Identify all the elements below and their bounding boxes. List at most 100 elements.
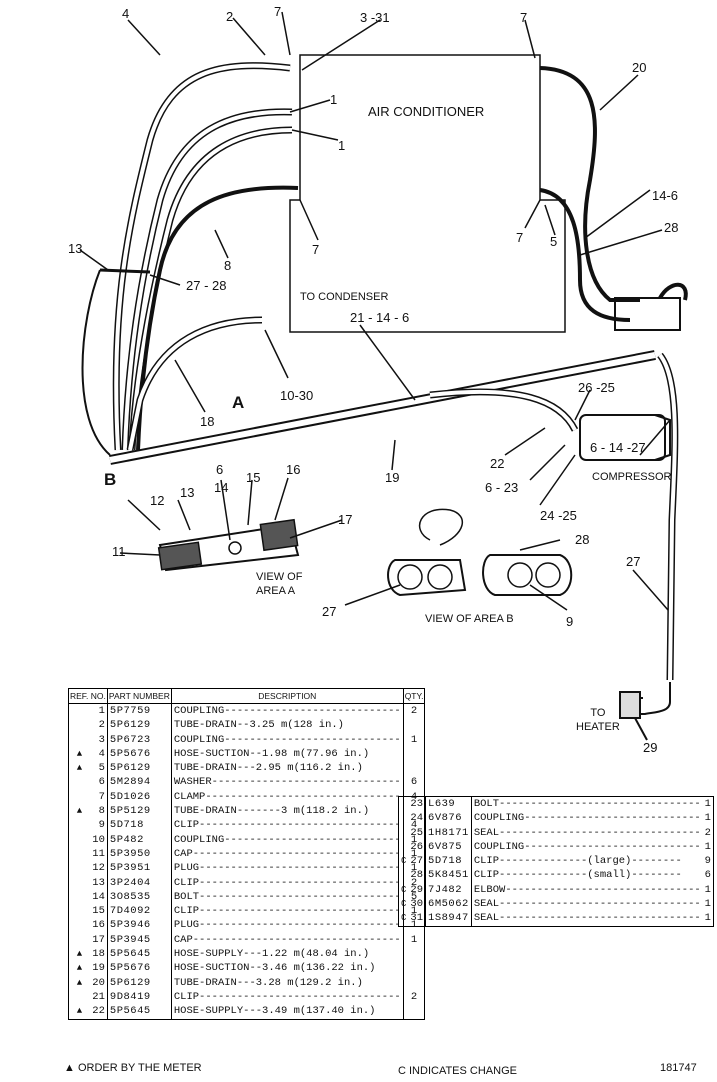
cell-ref: 31	[408, 911, 427, 927]
cell-ref: 27	[408, 854, 427, 869]
to-condenser-label: TO CONDENSER	[300, 291, 388, 303]
cell-qty	[403, 961, 425, 975]
cell-mark	[69, 918, 85, 932]
cell-desc: COUPLING----------------------------	[171, 732, 404, 747]
cell-part: 5P3950	[107, 846, 172, 862]
cell-ref: 5	[84, 761, 108, 776]
cell-ref: 2	[84, 718, 108, 733]
callout-9: 9	[566, 614, 573, 629]
cell-desc: HOSE-SUPPLY---3.49 m(137.40 in.)	[171, 1004, 404, 1020]
cell-part: 3O8535	[107, 889, 172, 905]
cell-desc: COUPLING----------------------------	[171, 703, 404, 719]
cell-qty: 1	[704, 912, 711, 925]
cell-part: 1H8171	[425, 825, 472, 840]
cell-qty	[403, 747, 425, 761]
air-conditioner-box	[289, 54, 566, 333]
cell-qty: 1	[704, 840, 711, 853]
to-heater-label: TO HEATER	[576, 706, 620, 734]
cell-desc: BOLT--------------------------------	[473, 798, 701, 810]
cell-qty: 2	[410, 990, 418, 1003]
callout-13b: 13	[180, 485, 194, 500]
cell-ref: 24	[408, 811, 427, 826]
cell-part: 5D718	[107, 818, 172, 833]
callout-7c: 7	[312, 242, 319, 257]
cell-desc: BOLT--------------------------------	[171, 889, 404, 905]
cell-desc: SEAL--------------------------------	[473, 912, 701, 925]
cell-part: 5K8451	[425, 868, 472, 883]
cell-mark	[69, 904, 85, 918]
cell-mark: ▲	[76, 949, 83, 960]
compressor-body	[579, 414, 666, 461]
cell-mark: C	[401, 856, 407, 867]
cell-ref: 10	[84, 832, 108, 847]
cell-ref: 3	[84, 732, 108, 747]
cell-part: 1S8947	[425, 911, 472, 927]
cell-desc: TUBE-DRAIN--3.25 m(128 in.)	[171, 718, 404, 733]
hose-1b-inner	[130, 128, 293, 451]
cell-ref: 13	[84, 875, 108, 890]
cell-desc: HOSE-SUCTION--3.46 m(136.22 in.)	[171, 961, 404, 976]
change-note: C INDICATES CHANGE	[398, 1065, 517, 1077]
cell-part: 5P5676	[107, 961, 172, 976]
cell-mark	[69, 990, 85, 1004]
cell-mark	[399, 797, 409, 812]
cell-mark	[69, 861, 85, 875]
callout-5: 5	[550, 234, 557, 249]
cell-mark	[69, 876, 85, 890]
cell-part: 5P6129	[107, 718, 172, 733]
callout-26-25: 26 -25	[578, 380, 615, 395]
cell-part: L639	[425, 796, 472, 812]
cell-desc: CLIP--------------------------------	[171, 875, 404, 890]
callout-28b: 28	[575, 532, 589, 547]
cell-qty: 9	[704, 855, 711, 868]
cell-mark	[399, 840, 409, 854]
cell-mark	[69, 718, 85, 732]
cell-desc: CLIP--------------(large)--------	[473, 855, 682, 868]
cell-qty: 2	[704, 826, 711, 839]
col-part: PART NUMBER	[107, 688, 172, 704]
hose-1a-inner	[123, 109, 293, 451]
cell-part: 7J482	[425, 882, 472, 898]
callout-14: 14	[214, 480, 228, 495]
cell-mark: C	[401, 913, 407, 924]
callout-7d: 7	[516, 230, 523, 245]
cell-desc: SEAL--------------------------------	[473, 898, 701, 911]
callout-13: 13	[68, 241, 82, 256]
cell-ref: 17	[84, 932, 108, 948]
callout-6-14-27: 6 - 14 -27	[590, 440, 646, 455]
callout-27-28: 27 - 28	[186, 278, 226, 293]
cell-mark	[69, 933, 85, 947]
cell-qty: 1	[410, 933, 418, 946]
to-heater-line2: HEATER	[576, 721, 620, 733]
tube-8	[136, 185, 299, 451]
cell-desc: CLIP--------------(small)--------	[473, 869, 682, 882]
cell-part: 5P3946	[107, 918, 172, 933]
cell-ref: 28	[408, 868, 427, 883]
cell-desc: HOSE-SUPPLY---1.22 m(48.04 in.)	[171, 947, 404, 962]
cell-qty	[403, 947, 425, 961]
cell-part: 5P7759	[107, 703, 172, 719]
cell-qty: 2	[410, 705, 418, 717]
cell-mark: ▲	[76, 763, 83, 774]
cell-desc: COUPLING----------------------------	[473, 812, 701, 825]
area-b-marker: B	[104, 470, 116, 489]
view-area-b-label: VIEW OF AREA B	[425, 613, 514, 625]
view-area-a-line2: AREA A	[256, 585, 296, 597]
callout-27c: 27	[322, 604, 336, 619]
cell-ref: 25	[408, 825, 427, 840]
callout-11: 11	[112, 544, 126, 559]
cell-part: 5M2894	[107, 775, 172, 790]
cell-ref: 16	[84, 918, 108, 933]
